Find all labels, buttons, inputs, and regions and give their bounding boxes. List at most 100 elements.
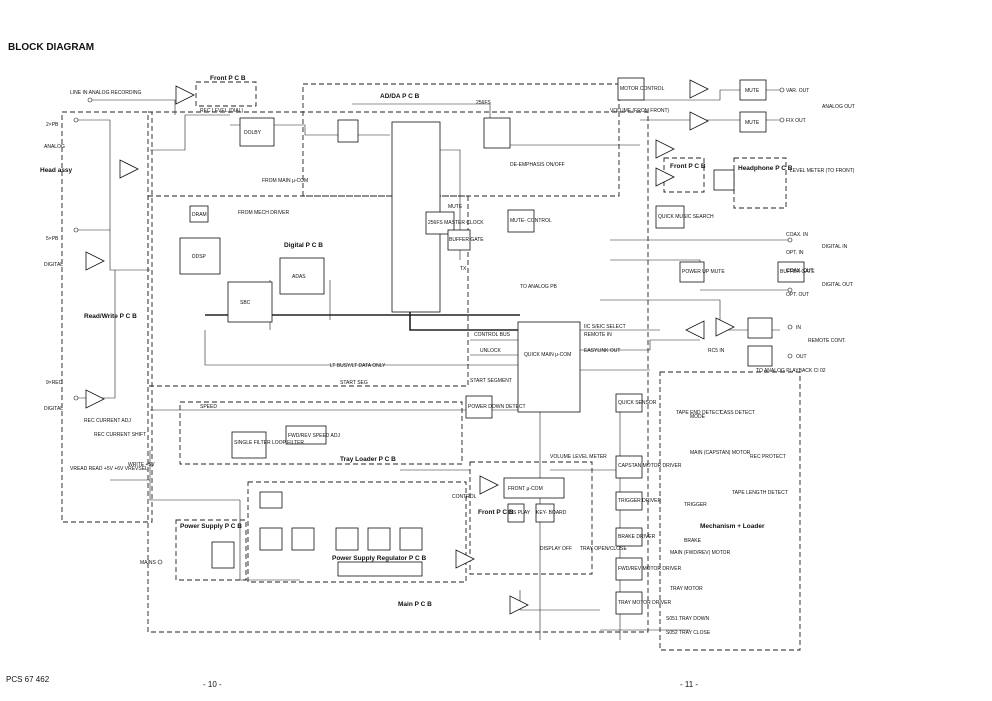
terminal	[73, 117, 79, 123]
lt-busy-label: LT BUSY/LT DATA ONLY	[330, 363, 386, 369]
in-label: IN	[796, 325, 801, 331]
terminal	[73, 227, 79, 233]
reg-block-7	[337, 561, 423, 577]
brake-label: BRAKE DRIVER	[618, 534, 656, 540]
speed-label: SPEED	[200, 404, 217, 410]
motor-control-block	[617, 77, 645, 101]
mute1-label: MUTE	[745, 88, 760, 94]
tray-open-label: TRAY OPEN/CLOSE	[580, 546, 627, 552]
amp-triangle	[715, 317, 735, 337]
capstan-driver-block	[615, 455, 643, 479]
amp-triangle	[479, 475, 499, 495]
front-pcb-label: Front P C B	[210, 75, 246, 82]
terminal	[787, 353, 793, 359]
dolby-block	[239, 117, 275, 147]
current-adj-label: REC CURRENT ADJ	[84, 418, 131, 424]
tray-pcb-label: Tray Loader P C B	[340, 456, 396, 463]
document-code: PCS 67 462	[6, 675, 50, 684]
adas-block	[279, 257, 325, 295]
sbc-label: SBC	[240, 300, 251, 306]
amp-triangle	[655, 167, 675, 187]
front-pcb-outline	[195, 81, 257, 107]
coax-out-label: COAX. OUT	[786, 268, 814, 274]
quick-sensor-block	[615, 393, 643, 413]
buffer-gate2-label: BUFFER GATE	[449, 237, 484, 243]
reg-block-1	[259, 491, 283, 509]
amp-triangle	[85, 389, 105, 409]
reg-block-3	[291, 527, 315, 551]
capstan-motor-label: MAIN (CAPSTAN) MOTOR	[690, 450, 751, 456]
opt-out-label: OPT. OUT	[786, 292, 809, 298]
display-label: DIS PLAY	[508, 510, 531, 516]
digital-rec-label: DIGITAL	[44, 406, 63, 412]
quick-main-label: QUICK MAIN μ-COM	[524, 352, 571, 358]
power-up-block	[679, 261, 705, 283]
buffer-gate-block	[777, 261, 805, 283]
sbc-block	[227, 281, 273, 323]
quick-music-label: QUICK MUSIC SEARCH	[658, 214, 714, 220]
to-analog2-label: TO ANALOG PLAYBACK CI 02	[756, 368, 826, 374]
psu-block	[211, 541, 235, 569]
opt-in-label: OPT. IN	[786, 250, 804, 256]
power-up-label: POWER UP MUTE	[682, 269, 725, 275]
terminal	[779, 87, 785, 93]
remote-in-label: REMOTE IN	[584, 332, 612, 338]
motor-control-label: MOTOR CONTROL	[620, 86, 665, 92]
mech-driver-label: FROM MECH DRIVER	[238, 210, 290, 216]
digital-out-label: DIGITAL OUT	[822, 282, 853, 288]
main-pcb-outline	[147, 111, 649, 633]
start-segment-label: START SEGMENT	[470, 378, 512, 384]
fwd-speed-label: FWD/REV SPEED ADJ	[288, 433, 340, 439]
psu-pcb-outline	[175, 519, 247, 581]
terminal	[73, 395, 79, 401]
mute-signal-label: MUTE	[448, 204, 463, 210]
master-clock-label: 256FS MASTER CLOCK	[428, 220, 484, 226]
analog-out-label: ANALOG OUT	[822, 104, 855, 110]
analog-label: ANALOG	[44, 144, 65, 150]
volume-level-label: VOLUME LEVEL METER	[550, 454, 607, 460]
remote-in-block	[747, 317, 773, 339]
easylink-label: EASYLINK OUT	[584, 348, 620, 354]
display-block	[507, 503, 525, 523]
quick-main-ucom-block	[517, 321, 581, 413]
rec-protect-label: REC PROTECT	[750, 454, 786, 460]
headphone-amp-block	[713, 169, 735, 191]
fwdrev-driver-block	[615, 557, 643, 581]
tray-down-label: S051 TRAY DOWN	[666, 616, 709, 622]
reg-block-5	[367, 527, 391, 551]
control-label: CONTROL	[452, 494, 477, 500]
quick-music-block	[655, 205, 685, 229]
remote-out-block	[747, 345, 773, 367]
terminal	[779, 117, 785, 123]
dolby-label: DOLBY	[244, 130, 262, 136]
coax-in-label: COAX. IN	[786, 232, 808, 238]
ddsp-block	[179, 237, 221, 275]
display-off-label: DISPLAY OFF	[540, 546, 572, 552]
head-assy-label: Head assy	[40, 167, 73, 174]
reg-block-6	[399, 527, 423, 551]
mute2-label: MUTE	[745, 120, 760, 126]
tx-label: TX	[460, 266, 467, 272]
digital-pcb-label: Digital P C B	[284, 242, 323, 249]
level-meter-label: LEVEL METER (TO FRONT)	[790, 168, 855, 174]
front-ucom-block	[503, 477, 565, 499]
tray-motor-label: TRAY MOTOR	[670, 586, 703, 592]
front3-pcb-label: Front P C B	[670, 163, 706, 170]
amp-triangle	[455, 549, 475, 569]
mute-control-block	[507, 209, 535, 233]
single-filter-label: SINGLE FILTER LOOP FILTER	[234, 440, 304, 446]
amp-triangle	[655, 139, 675, 159]
amp-triangle	[689, 79, 709, 99]
adc-block	[337, 119, 359, 143]
keyboard-block	[535, 503, 555, 523]
tray-driver-block	[615, 591, 643, 615]
keyboard-label: KEY- BOARD	[536, 510, 567, 516]
terminal	[787, 324, 793, 330]
sub-clk-label: 256FS	[476, 100, 491, 106]
adas-label: ADAS	[292, 274, 306, 280]
fix-out-label: FIX OUT	[786, 118, 806, 124]
psu-pcb-label: Power Supply P C B	[180, 523, 242, 530]
ddsp-label: DDSP	[192, 254, 207, 260]
amp-triangle	[119, 159, 139, 179]
